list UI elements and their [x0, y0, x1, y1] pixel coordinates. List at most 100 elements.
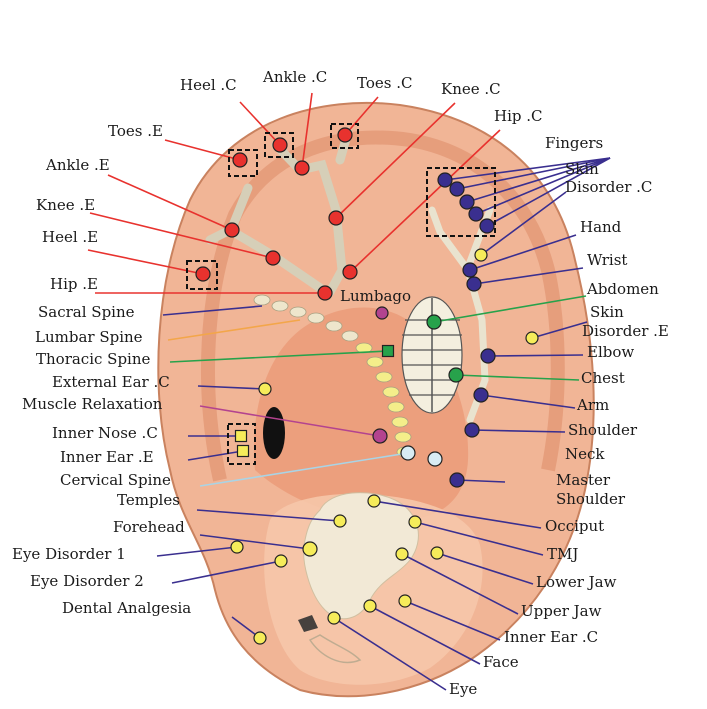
label-heel-c: Heel .C — [180, 76, 237, 94]
leader-line — [401, 553, 519, 615]
label-arm: Arm — [576, 396, 609, 414]
label-inner-nose-c: Inner Nose .C — [52, 424, 158, 442]
acupoint-red — [272, 137, 288, 153]
label-temples: Temples — [117, 491, 180, 509]
acupoint-square-yellow — [236, 444, 250, 458]
leader-line — [197, 385, 266, 390]
acupoint-red — [232, 152, 248, 168]
leader-line — [433, 295, 587, 323]
acupoint-lightblue — [427, 451, 443, 467]
acupoint-yellow — [408, 515, 422, 529]
leader-line — [239, 101, 281, 146]
leader-line — [436, 552, 534, 585]
acupoint-yellow — [395, 547, 409, 561]
acupoint-red — [317, 285, 333, 301]
label-toes-e: Toes .E — [108, 122, 163, 140]
leader-line — [414, 521, 544, 556]
label-abdomen: Abdomen — [586, 280, 659, 298]
acupoint-yellow — [258, 382, 272, 396]
leader-line — [369, 605, 481, 665]
leader-line — [333, 617, 447, 691]
acupoint-navy — [466, 276, 482, 292]
leader-line — [531, 321, 588, 339]
acupoint-lightblue — [400, 445, 416, 461]
leader-line — [480, 394, 576, 409]
label-external-ear-c: External Ear .C — [52, 373, 170, 391]
label-hip-c: Hip .C — [494, 107, 543, 125]
label-toes-c: Toes .C — [357, 74, 412, 92]
acupoint-yellow — [327, 611, 341, 625]
dashed-highlight-box — [426, 167, 496, 237]
acupoint-navy — [479, 218, 495, 234]
acupoint-navy — [468, 206, 484, 222]
acupoint-yellow — [474, 248, 488, 262]
label-eye-disorder-1: Eye Disorder 1 — [12, 545, 126, 563]
acupoint-navy — [473, 387, 489, 403]
label-upper-jaw: Upper Jaw — [521, 602, 602, 620]
acupoint-yellow — [430, 546, 444, 560]
label-heel-e: Heel .E — [42, 228, 98, 246]
leader-line — [301, 92, 313, 169]
acupoint-navy — [449, 181, 465, 197]
dashed-highlight-box — [228, 149, 258, 177]
label-forehead: Forehead — [113, 518, 185, 536]
label-tmj: TMJ — [547, 545, 578, 563]
spine-illustration — [253, 294, 414, 458]
acupoint-yellow — [230, 540, 244, 554]
label-muscle-relaxation: Muscle Relaxation — [22, 395, 163, 413]
leader-line — [456, 157, 611, 190]
leader-line — [167, 319, 301, 341]
label-skin-disorder-c-2: Disorder .C — [565, 178, 652, 196]
label-knee-c: Knee .C — [441, 80, 501, 98]
dashed-highlight-box — [186, 260, 218, 290]
label-skin-disorder-e-1: Skin — [590, 303, 624, 321]
leader-line — [404, 600, 501, 641]
acupoint-red — [224, 222, 240, 238]
acupoint-navy — [459, 194, 475, 210]
label-ankle-e: Ankle .E — [45, 156, 110, 174]
label-shoulder: Shoulder — [568, 421, 638, 439]
leader-line — [107, 174, 233, 231]
acupoint-magenta — [372, 428, 388, 444]
label-cervical-spine: Cervical Spine — [60, 471, 171, 489]
acupoint-yellow — [274, 554, 288, 568]
acupoint-yellow — [253, 631, 267, 645]
leader-line — [344, 96, 379, 136]
highlight-boxes — [186, 123, 496, 465]
acupoint-green — [448, 367, 464, 383]
acupoint-red — [265, 250, 281, 266]
leader-line — [455, 374, 580, 381]
vertebra — [366, 356, 384, 368]
dashed-highlight-box — [330, 123, 359, 149]
acupoint-yellow — [525, 331, 539, 345]
leader-line — [466, 157, 611, 203]
leader-line — [162, 305, 263, 316]
label-eye-disorder-2: Eye Disorder 2 — [30, 572, 144, 590]
leader-line — [471, 429, 566, 433]
leader-lines — [87, 92, 611, 691]
vertebra — [253, 294, 271, 306]
vertebra — [375, 371, 393, 383]
label-knee-e: Knee .E — [36, 196, 95, 214]
label-hip-e: Hip .E — [50, 275, 98, 293]
leader-line — [475, 157, 611, 215]
dashed-highlight-box — [227, 423, 256, 465]
label-sacral-spine: Sacral Spine — [38, 303, 135, 321]
dashed-highlight-box — [264, 132, 294, 158]
vertebra — [391, 416, 409, 428]
leader-line — [335, 102, 456, 219]
label-neck: Neck — [565, 445, 605, 463]
acupoint-square-yellow — [234, 429, 248, 443]
acupoint-navy — [480, 348, 496, 364]
leader-line — [164, 139, 241, 161]
acupoint-navy — [437, 172, 453, 188]
leader-line — [480, 191, 567, 256]
label-lumbar-spine: Lumbar Spine — [35, 328, 143, 346]
acupoint-magenta — [375, 306, 389, 320]
ear-canal — [263, 407, 285, 459]
leader-line — [169, 350, 389, 363]
acupoint-square-green — [381, 344, 395, 358]
label-elbow: Elbow — [587, 343, 634, 361]
acupoint-yellow — [398, 594, 412, 608]
